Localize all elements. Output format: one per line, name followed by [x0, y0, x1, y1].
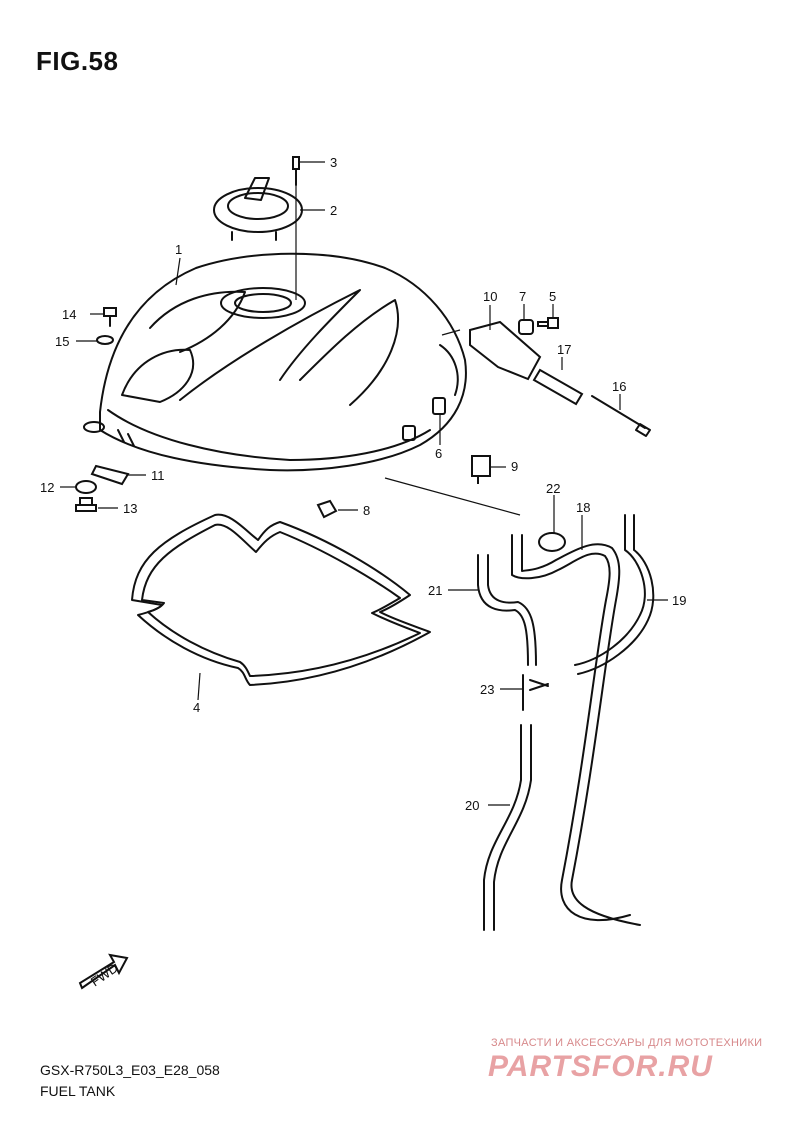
callout-22: 22: [546, 481, 560, 496]
hose-20-part: [483, 724, 522, 931]
gasket-4-part: [131, 513, 431, 686]
fuel-cap-part: [213, 177, 303, 241]
callout-9: 9: [511, 459, 518, 474]
callout-16: 16: [612, 379, 626, 394]
callout-18: 18: [576, 500, 590, 515]
callout-4: 4: [193, 700, 200, 715]
diagram-name: FUEL TANK: [40, 1083, 116, 1099]
callout-15: 15: [55, 334, 69, 349]
callout-20: 20: [465, 798, 479, 813]
joint-23-part: [522, 674, 549, 711]
callout-8: 8: [363, 503, 370, 518]
callout-7: 7: [519, 289, 526, 304]
screw-part: [292, 156, 300, 186]
cushion-8-part: [316, 499, 338, 519]
callout-23: 23: [480, 682, 494, 697]
callout-2: 2: [330, 203, 337, 218]
bolt-5-part: [537, 317, 559, 329]
hose-18-part: [511, 534, 631, 921]
figure-title: FIG.58: [36, 46, 119, 76]
callout-13: 13: [123, 501, 137, 516]
cushion-22-part: [538, 532, 566, 552]
bolt-14-part: [103, 307, 117, 327]
watermark-tagline: ЗАПЧАСТИ И АКСЕССУАРЫ ДЛЯ МОТОТЕХНИКИ: [491, 1037, 763, 1049]
hose-19-part: [574, 514, 646, 666]
callout-14: 14: [62, 307, 76, 322]
cap-7-part: [518, 319, 534, 335]
callout-10: 10: [483, 289, 497, 304]
callout-21: 21: [428, 583, 442, 598]
callout-1: 1: [175, 242, 182, 257]
cushion-13-part: [75, 497, 97, 512]
cushion-9-part: [471, 455, 491, 484]
leader-lines: [60, 161, 668, 806]
bolt-16-part: [591, 395, 651, 437]
hose-21-part: [477, 554, 529, 666]
fwd-arrow-icon: FWD: [78, 953, 129, 990]
callout-12: 12: [40, 480, 54, 495]
fuel-tank-part: [99, 252, 467, 472]
bracket-10-part: [469, 320, 542, 381]
washer-15-part: [96, 335, 114, 345]
callout-11: 11: [151, 468, 165, 483]
gasket-4-inner: [141, 523, 421, 677]
bracket-11-part: [90, 464, 130, 486]
diagram-code: GSX-R750L3_E03_E28_058: [40, 1062, 220, 1078]
callout-17: 17: [557, 342, 571, 357]
cushion-12-part: [75, 480, 97, 494]
callout-19: 19: [672, 593, 686, 608]
callout-3: 3: [330, 155, 337, 170]
callout-6: 6: [435, 446, 442, 461]
rod-17-part: [532, 368, 584, 406]
washer-part: [83, 421, 105, 433]
watermark-logo: PARTSFOR.RU: [488, 1050, 713, 1083]
callout-5: 5: [549, 289, 556, 304]
